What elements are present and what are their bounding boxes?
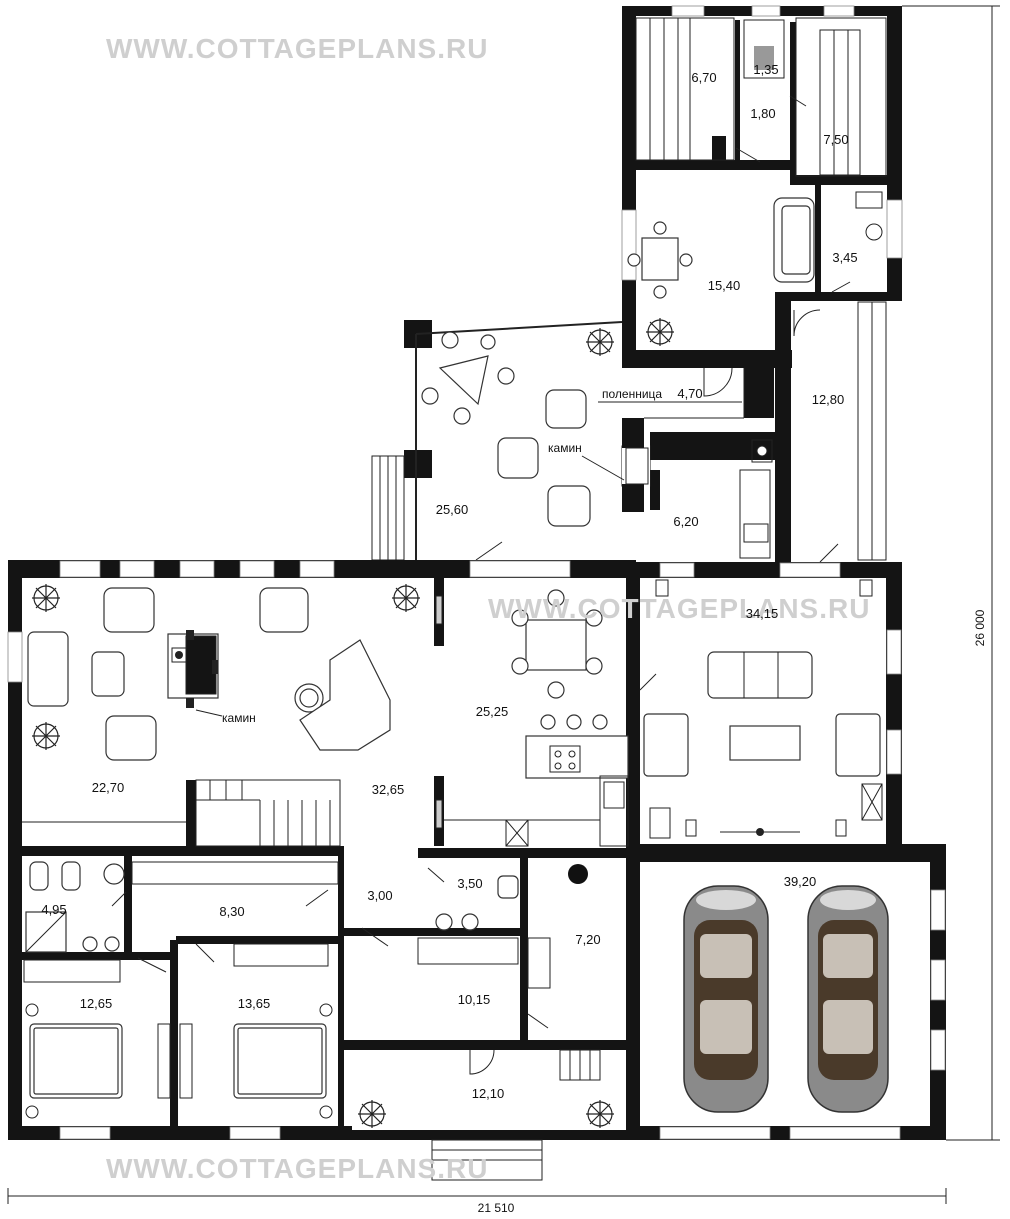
woodshed-label: поленница	[602, 387, 662, 401]
family-room-furniture	[643, 579, 883, 839]
room-area-bedroom-2: 13,65	[238, 996, 271, 1011]
room-area-sauna-left: 6,70	[691, 70, 716, 85]
room-area-kitchen-dining: 25,25	[476, 704, 509, 719]
room-area-sauna-bath: 3,45	[832, 250, 857, 265]
fireplace-label-living: камин	[222, 711, 256, 725]
kitchen-furniture	[435, 589, 629, 847]
room-area-wc: 3,50	[457, 876, 482, 891]
dimension-lines	[7, 5, 1000, 1204]
height-dimension: 26 000	[973, 609, 987, 646]
room-area-bath-1: 4,95	[41, 902, 66, 917]
width-dimension: 21 510	[478, 1201, 515, 1215]
room-area-bedroom-1: 12,65	[80, 996, 113, 1011]
sauna-lounge-furniture	[627, 191, 883, 299]
bedroom-furniture	[25, 1003, 333, 1119]
fireplace-label-terrace: камин	[548, 441, 582, 455]
watermark-top: WWW.COTTAGEPLANS.RU	[106, 33, 488, 64]
room-area-boiler: 6,20	[673, 514, 698, 529]
terrace-furniture	[421, 331, 650, 527]
sauna-block-walls	[621, 5, 903, 564]
room-area-woodshed: 4,70	[677, 386, 702, 401]
room-area-sauna-right: 7,50	[823, 132, 848, 147]
room-area-living-room: 22,70	[92, 780, 125, 795]
room-area-hall-wardrobe: 10,15	[458, 992, 491, 1007]
sauna-benches	[635, 17, 887, 177]
room-area-family-room: 34,15	[746, 606, 779, 621]
staircase	[22, 779, 341, 847]
room-area-sauna-lounge: 15,40	[708, 278, 741, 293]
living-room-furniture	[27, 587, 391, 761]
room-area-sauna-corridor: 1,80	[750, 106, 775, 121]
garage-cars	[683, 885, 889, 1113]
room-area-dressing: 8,30	[219, 904, 244, 919]
main-block-windows	[7, 560, 946, 1140]
room-area-entry: 12,10	[472, 1086, 505, 1101]
corridor-east-details	[857, 301, 887, 561]
room-area-terrace: 25,60	[436, 502, 469, 517]
watermark-bottom: WWW.COTTAGEPLANS.RU	[106, 1153, 488, 1184]
room-area-corridor-small: 3,00	[367, 888, 392, 903]
car-right	[807, 885, 889, 1113]
room-area-garage: 39,20	[784, 874, 817, 889]
entry-details	[431, 1049, 601, 1181]
room-area-corridor-east: 12,80	[812, 392, 845, 407]
watermark-middle: WWW.COTTAGEPLANS.RU	[488, 593, 870, 624]
main-block-walls	[8, 560, 946, 1140]
bath-fixtures	[23, 861, 588, 989]
room-area-utility: 7,20	[575, 932, 600, 947]
room-area-sauna-small: 1,35	[753, 62, 778, 77]
plant-icons	[32, 318, 674, 1128]
car-left	[683, 885, 769, 1113]
door-swings	[111, 95, 851, 1075]
room-area-hall: 32,65	[372, 782, 405, 797]
